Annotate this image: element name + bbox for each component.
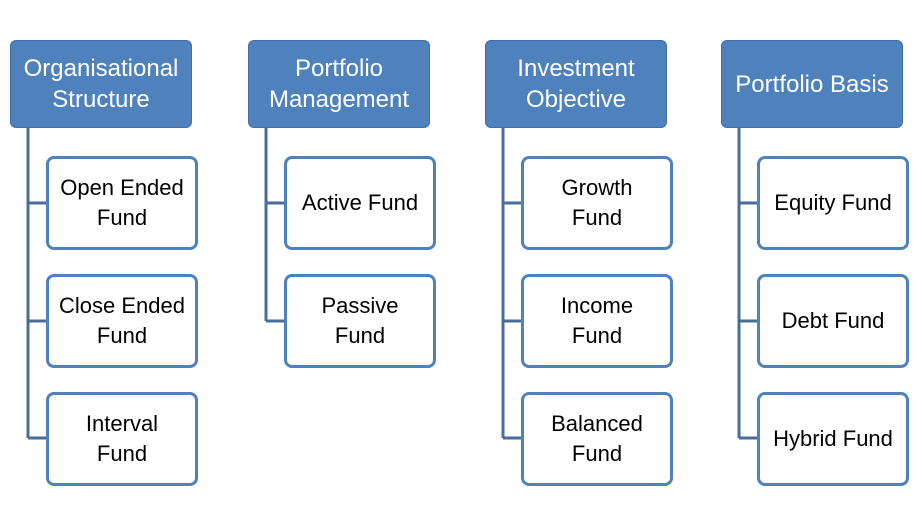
header-investment-objective: Investment Objective bbox=[485, 40, 667, 128]
header-organisational-structure: Organisational Structure bbox=[10, 40, 192, 128]
node-open-ended-fund: Open Ended Fund bbox=[46, 156, 198, 250]
node-active-fund: Active Fund bbox=[284, 156, 436, 250]
node-hybrid-fund: Hybrid Fund bbox=[757, 392, 909, 486]
header-portfolio-basis: Portfolio Basis bbox=[721, 40, 903, 128]
node-close-ended-fund: Close Ended Fund bbox=[46, 274, 198, 368]
header-portfolio-management: Portfolio Management bbox=[248, 40, 430, 128]
node-equity-fund: Equity Fund bbox=[757, 156, 909, 250]
node-balanced-fund: Balanced Fund bbox=[521, 392, 673, 486]
node-passive-fund: Passive Fund bbox=[284, 274, 436, 368]
node-income-fund: Income Fund bbox=[521, 274, 673, 368]
connector-portfolio-basis bbox=[737, 128, 757, 440]
node-debt-fund: Debt Fund bbox=[757, 274, 909, 368]
connector-org-structure bbox=[26, 128, 46, 440]
connector-investment-objective bbox=[501, 128, 521, 440]
connector-portfolio-management bbox=[264, 128, 284, 323]
node-interval-fund: Interval Fund bbox=[46, 392, 198, 486]
node-growth-fund: Growth Fund bbox=[521, 156, 673, 250]
